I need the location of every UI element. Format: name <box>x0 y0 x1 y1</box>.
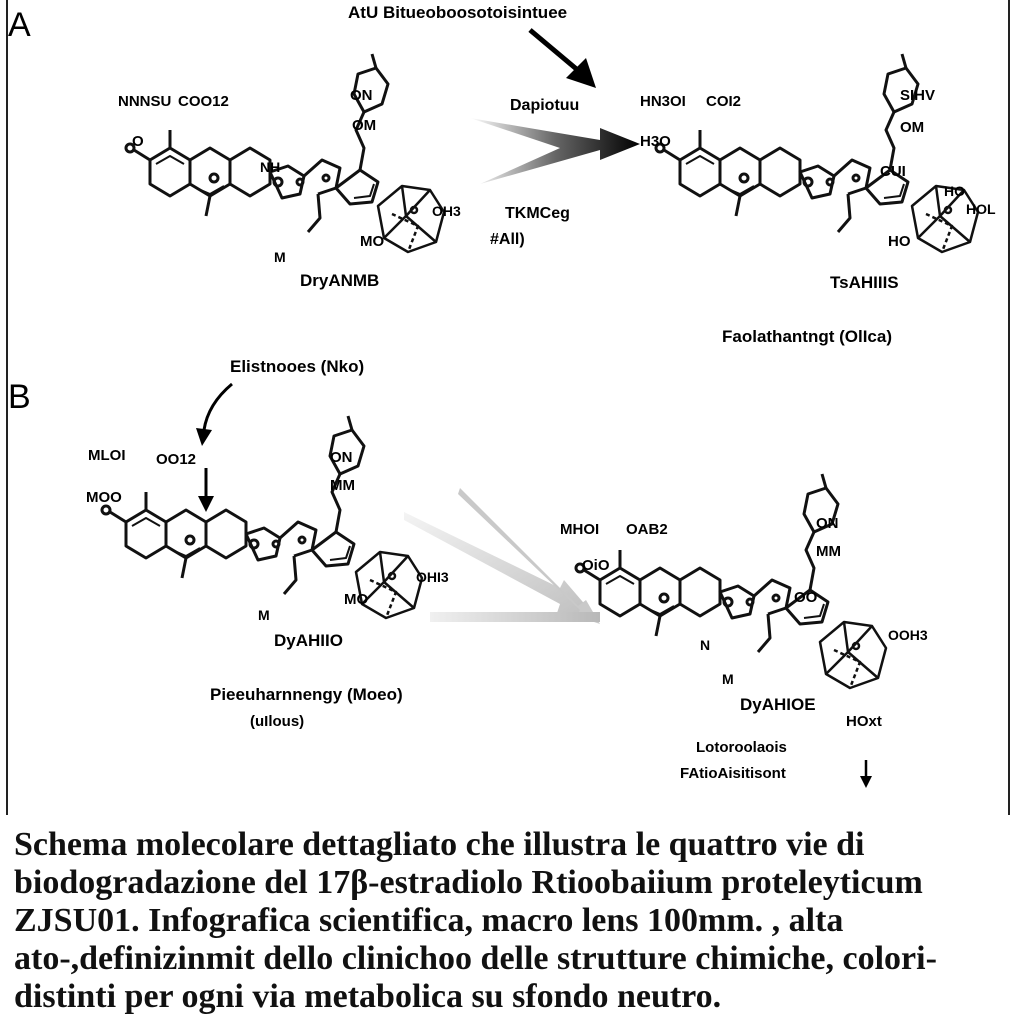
panel-b-letter: B <box>8 378 31 416</box>
panel-a-left-label-3: O <box>132 133 144 150</box>
pathway-diagram: A AtU Bitueoboosotoisintuee Dapiotuu TKM… <box>8 3 996 788</box>
panel-a-side-label-1: TKMCeg <box>505 205 570 222</box>
panel-b-right-label-6: OO <box>794 589 818 606</box>
panel-a-left-label-4: ON <box>350 87 373 104</box>
panel-a-right-label-7: HO <box>888 233 911 250</box>
panel-a-right-label-5: OM <box>900 119 924 136</box>
panel-a-letter: A <box>8 6 31 44</box>
panel-b-right-tag: HOxt <box>846 713 882 730</box>
panel-a-left-label-8: M <box>274 249 286 265</box>
panel-b-curved-arrow <box>196 382 233 446</box>
panel-b-left-label-5: MM <box>330 477 355 494</box>
panel-a-left-label-5: OM <box>352 117 376 134</box>
panel-a-left-cage <box>376 184 446 254</box>
panel-b-left-label-8: OHI3 <box>416 569 449 585</box>
panel-b-right-label-2: OAB2 <box>626 521 668 538</box>
panel-a-left-label-9: OH3 <box>432 203 461 219</box>
panel-a-reagent-label: Dapiotuu <box>510 97 579 114</box>
panel-b-reaction-arrow <box>404 488 600 624</box>
panel-b-right-label-8: N <box>700 637 710 653</box>
figure-caption: Schema molecolare dettagliato che illust… <box>14 826 1010 1016</box>
panel-a-top-label: AtU Bitueoboosotoisintuee <box>348 3 567 22</box>
panel-b-right-structure <box>574 472 840 654</box>
figure-frame <box>6 0 1010 815</box>
panel-b-left-caption-2: (uIlous) <box>250 713 304 730</box>
panel-a-left-label-6: NH <box>260 159 280 175</box>
panel-a-left-label-2: COO12 <box>178 93 229 110</box>
panel-b-left-label-1: MLOI <box>88 447 126 464</box>
panel-a-side-label-2: #All) <box>490 231 525 248</box>
panel-b-left-cage <box>354 550 424 620</box>
panel-b-left-structure <box>100 414 366 596</box>
panel-a-right-label-3: H3O <box>640 133 671 150</box>
panel-b-down-arrow <box>198 468 214 512</box>
panel-b-right-label-5: MM <box>816 543 841 560</box>
panel-b-left-label-7: M <box>258 607 270 623</box>
panel-b-right-label-4: ON <box>816 515 839 532</box>
caption-line: ato-,definizinmit dello clinichoo delle … <box>14 940 937 977</box>
panel-b-left-label-6: MO <box>344 591 368 608</box>
panel-a-right-structure <box>654 52 920 234</box>
panel-b-left-label-2: OO12 <box>156 451 196 468</box>
panel-a-product-label: Faolathantngt (OlIca) <box>722 327 892 346</box>
panel-a-right-label-6: CUI <box>880 163 906 180</box>
panel-a-left-label-7: MO <box>360 233 384 250</box>
panel-b-right-label-7: M <box>722 671 734 687</box>
panel-b-right-label-1: MHOI <box>560 521 599 538</box>
panel-b-right-label-9: OOH3 <box>888 627 928 643</box>
panel-a-left-label-1: NNNSU <box>118 93 171 110</box>
panel-b-left-caption-1: Pieeuharnnengy (Moeo) <box>210 685 403 704</box>
panel-a-left-name: DryANMB <box>300 271 379 290</box>
caption-line: ZJSU01. Infografica scientifica, macro l… <box>14 902 844 939</box>
panel-b-right-label-3: OiO <box>582 557 610 574</box>
caption-line: Schema molecolare dettagliato che illust… <box>14 826 865 863</box>
panel-a-right-label-9: HOL <box>966 201 996 217</box>
caption-line: distinti per ogni via metabolica su sfon… <box>14 978 722 1015</box>
panel-a-right-label-1: HN3OI <box>640 93 686 110</box>
panel-b-left-label-3: MOO <box>86 489 122 506</box>
panel-b-left-label-4: ON <box>330 449 353 466</box>
panel-a-pointer-arrow <box>528 28 596 88</box>
panel-a-left-structure <box>124 52 390 234</box>
panel-b-left-name: DyAHIIO <box>274 631 343 650</box>
panel-b-top-label: Elistnooes (Nko) <box>230 357 364 376</box>
panel-a-right-label-4: SIHV <box>900 87 935 104</box>
panel-a-right-name: TsAHIIIS <box>830 273 899 292</box>
panel-a-right-label-8: HO <box>944 183 965 199</box>
panel-b-right-caption-2: FAtioAisitisont <box>680 765 786 782</box>
panel-a-reaction-arrow <box>470 118 640 184</box>
panel-b-right-name: DyAHIOE <box>740 695 816 714</box>
panel-a-right-label-2: COI2 <box>706 93 741 110</box>
panel-b-right-cage <box>818 620 888 690</box>
panel-b-small-down-arrow <box>860 760 872 788</box>
caption-line: biodogradazione del 17β-estradiolo Rtioo… <box>14 864 923 901</box>
panel-b-right-caption-1: Lotoroolaois <box>696 739 787 756</box>
